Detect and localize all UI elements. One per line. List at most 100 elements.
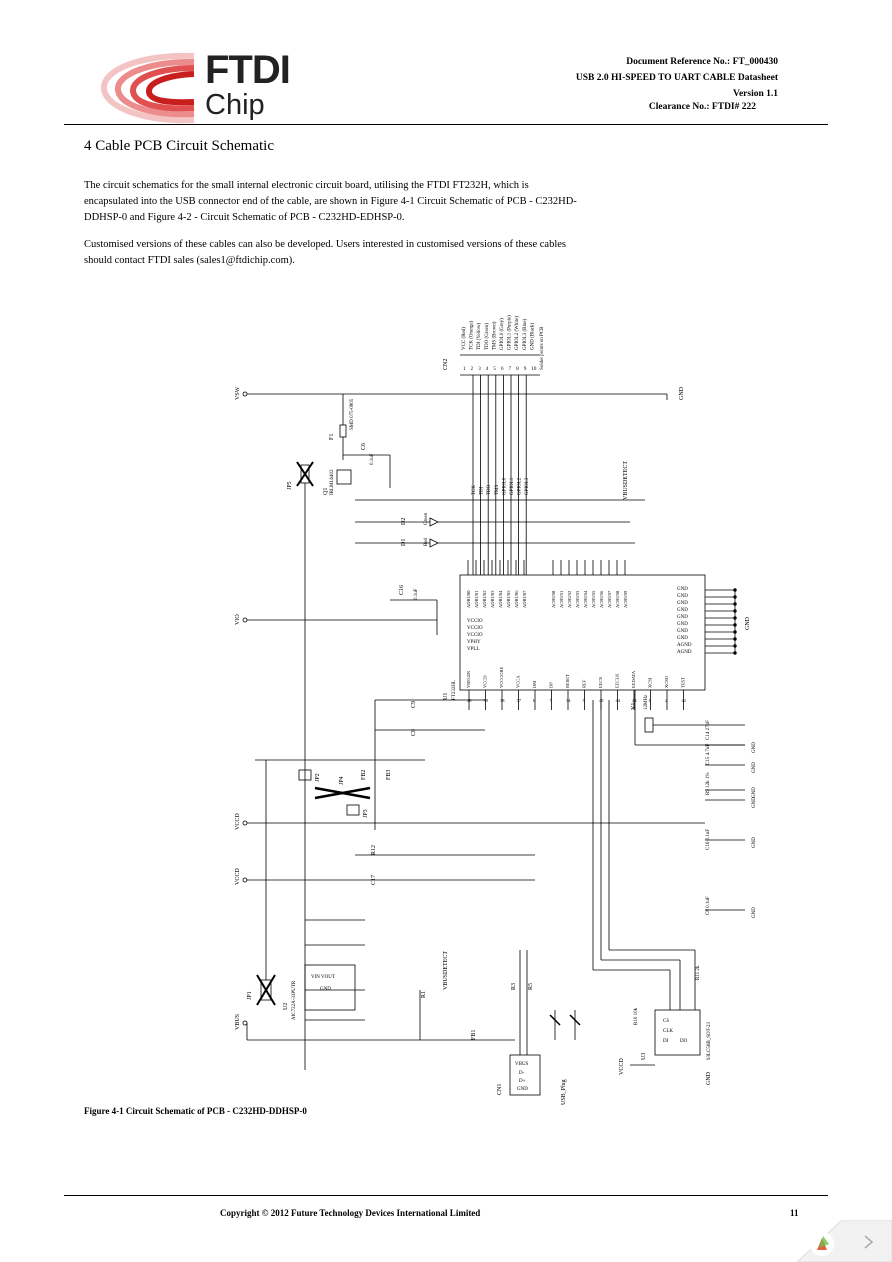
svg-text:GND: GND <box>752 797 757 808</box>
cn2-label: CN2 <box>443 359 449 370</box>
logo-subword: Chip <box>205 89 265 121</box>
svg-text:D1: D1 <box>401 539 407 546</box>
ic-pin-label: ACBUS3 <box>575 590 580 608</box>
svg-text:C14 27pF: C14 27pF <box>706 720 711 740</box>
ic-pin-label: TEST <box>681 677 686 688</box>
ic-pin-number: 7 <box>550 698 553 703</box>
svg-text:GND: GND <box>517 1087 528 1092</box>
cn2-pin-label: GPIOL2 (White) <box>515 316 520 350</box>
svg-text:R12: R12 <box>371 845 377 855</box>
svg-text:U1: U1 <box>443 693 449 700</box>
svg-text:GND: GND <box>752 742 757 753</box>
svg-text:AIC722A-33PUTR: AIC722A-33PUTR <box>292 980 297 1020</box>
svg-text:D-: D- <box>519 1071 525 1076</box>
svg-text:DO: DO <box>680 1039 688 1044</box>
header-rule <box>64 124 828 125</box>
jtag-net-label: TDO <box>487 484 492 495</box>
svg-text:VBUS: VBUS <box>515 1062 529 1067</box>
ic-pin-label: ADBUS3 <box>490 590 495 608</box>
ic-power-pin-label: VPHY <box>467 640 481 645</box>
ic-pin-number: 5 <box>583 698 586 703</box>
svg-text:GND: GND <box>752 907 757 918</box>
ic-pin-label: XCSO <box>664 675 669 688</box>
ic-pin-label: ACBUS5 <box>591 590 596 608</box>
ic-pin-label: ACBUS7 <box>607 590 612 608</box>
svg-text:C15 4.7uF: C15 4.7uF <box>706 744 711 765</box>
doc-title: USB 2.0 HI-SPEED TO UART CABLE Datasheet <box>575 73 778 83</box>
net-vbus-label: VBUS <box>235 1014 241 1030</box>
ic-pin-number: 45 <box>599 698 604 703</box>
section-title: 4 Cable PCB Circuit Schematic <box>84 138 274 154</box>
u2-ic-body <box>304 964 356 1011</box>
ic-gnd-pin-label: GND <box>677 636 688 641</box>
jtag-net-label: TCK <box>472 485 477 495</box>
ic-pin-label: ACBUS8 <box>615 590 620 608</box>
svg-text:Green: Green <box>424 512 429 525</box>
svg-text:R3: R3 <box>511 983 517 990</box>
cn2-pin-number: 6 <box>501 367 504 372</box>
ic-pin-label: XCSI <box>648 677 653 688</box>
cn2-pin-number: 10 <box>531 367 537 372</box>
ic-power-pin-label: VCCIO <box>467 626 483 631</box>
svg-text:U2: U2 <box>283 1003 289 1010</box>
ic-pin-label: ADBUS2 <box>482 590 487 608</box>
cn2-pin-number: 1 <box>463 367 466 372</box>
ic-pin-label: ACBUS9 <box>623 590 628 608</box>
svg-text:CLK: CLK <box>663 1029 673 1034</box>
svg-text:0.1uF: 0.1uF <box>370 453 375 465</box>
ic-gnd-pin-label: GND <box>677 629 688 634</box>
ftdi-logo <box>101 52 195 124</box>
jtag-net-label: GPIOL1 <box>510 477 515 495</box>
svg-text:0.1uF: 0.1uF <box>414 588 419 600</box>
svg-text:U3: U3 <box>641 1053 647 1060</box>
svg-text:12MHz: 12MHz <box>644 694 649 710</box>
svg-text:C9: C9 <box>411 701 417 708</box>
ic-pin-number: 37 <box>517 698 522 703</box>
svg-text:GND: GND <box>752 762 757 773</box>
ic-gnd-pin-label: GND <box>677 608 688 613</box>
ic-pin-label: VCCCORE <box>499 666 504 688</box>
cn2-pin-label: TMS (Brown) <box>492 321 497 350</box>
svg-text:F1: F1 <box>329 434 335 440</box>
ic-gnd-pin-label: AGND <box>677 650 692 655</box>
svg-text:VIN VOUT: VIN VOUT <box>311 975 335 980</box>
ic-pin-label: ACBUS1 <box>559 591 564 608</box>
svg-text:C17: C17 <box>371 875 377 885</box>
ic-pin-label: ACBUS6 <box>599 590 604 608</box>
svg-text:FB3: FB3 <box>386 770 392 780</box>
ic-power-pin-label: VPLL <box>467 647 480 652</box>
svg-text:JP4: JP4 <box>339 776 345 785</box>
svg-text:GND: GND <box>745 616 751 630</box>
cn2-pin-label: GPIOL0 (Grey) <box>500 318 505 350</box>
jtag-net-label: GPIOL0 <box>502 477 507 495</box>
cn2-pin-number: 9 <box>524 367 527 372</box>
ic-power-pin-label: VCCIO <box>467 633 483 638</box>
svg-text:R10 10k: R10 10k <box>634 1007 639 1025</box>
svg-text:GND: GND <box>752 837 757 848</box>
svg-text:JP2: JP2 <box>315 773 321 782</box>
ic-pin-label: EECS <box>598 677 603 688</box>
ic-gnd-pin-label: GND <box>677 615 688 620</box>
cn2-pin-label: VCC (Red) <box>462 327 467 350</box>
jtag-net-label: TMS <box>495 485 500 496</box>
cn2-pin-number: 5 <box>493 367 496 372</box>
solder-note: Solder points on PCB <box>540 326 545 370</box>
ic-pin-number: 6 <box>533 698 536 703</box>
jtag-net-label: GPIOL3 <box>525 477 530 495</box>
net-vsw-label: VSW <box>235 386 241 400</box>
cn2-pin-label: TDI (Yellow) <box>477 323 482 350</box>
ic-pin-label: REF <box>582 679 587 688</box>
svg-text:JP5: JP5 <box>287 481 293 490</box>
ic-pin-number: 40 <box>467 698 472 703</box>
app-logo-icon <box>810 1232 834 1256</box>
next-arrow-icon[interactable] <box>864 1235 874 1249</box>
net-vccd-label: VCCD <box>235 813 241 830</box>
ic-pin-number: 34 <box>566 698 571 703</box>
footer-copyright: Copyright © 2012 Future Technology Devic… <box>220 1208 481 1218</box>
ic-pin-number: 39 <box>484 698 489 703</box>
svg-text:R1: R1 <box>421 991 427 998</box>
svg-text:GND: GND <box>679 386 685 400</box>
ic-gnd-pin-label: AGND <box>677 643 692 648</box>
